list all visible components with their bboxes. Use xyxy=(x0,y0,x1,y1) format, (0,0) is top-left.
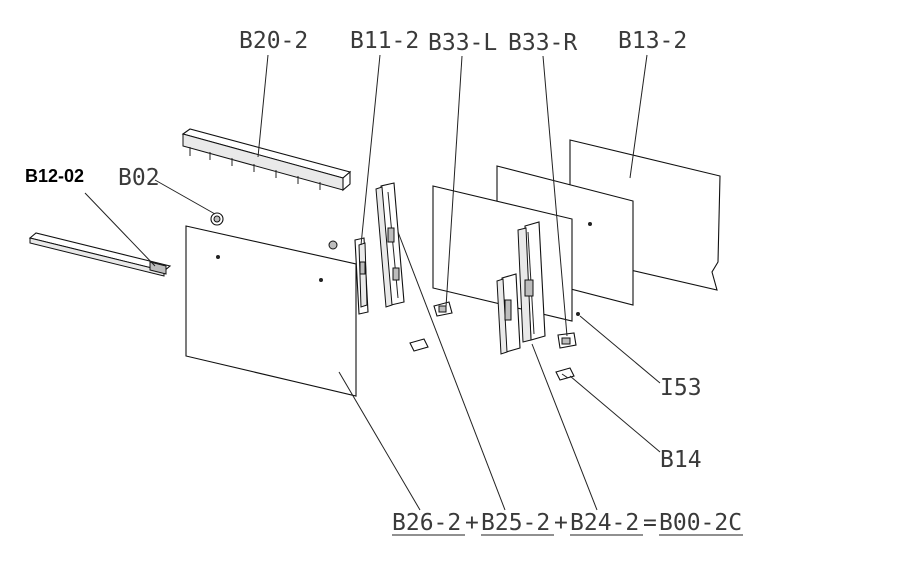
front-door-panel xyxy=(185,225,357,397)
label-b33-l: B33-L xyxy=(428,30,497,56)
formula-plus-2: + xyxy=(554,510,568,536)
clip-b33-r xyxy=(557,332,577,349)
label-i53: I53 xyxy=(660,375,702,401)
label-b02: B02 xyxy=(118,165,160,191)
label-b13-2: B13-2 xyxy=(618,28,687,54)
leader-lines xyxy=(84,54,661,511)
formula-plus-1: + xyxy=(465,510,479,536)
hinge-middle-assembly xyxy=(375,182,405,308)
hinge-right-assembly xyxy=(496,221,546,355)
clip-b14 xyxy=(555,367,575,381)
label-b12-02: B12-02 xyxy=(25,166,84,186)
handle-b12-02 xyxy=(28,232,172,277)
label-b14: B14 xyxy=(660,447,702,473)
screw-right xyxy=(328,240,338,250)
label-b11-2: B11-2 xyxy=(350,28,419,54)
clip-small-left xyxy=(409,338,429,352)
formula-equals: = xyxy=(643,510,657,536)
top-profile-b20-2 xyxy=(181,128,352,192)
formula-term-b24-2: B24-2 xyxy=(570,510,639,536)
washer-b02 xyxy=(210,212,224,226)
formula-term-b25-2: B25-2 xyxy=(481,510,550,536)
clip-b33-l xyxy=(433,301,453,317)
label-b20-2: B20-2 xyxy=(239,28,308,54)
formula-term-b26-2: B26-2 xyxy=(392,510,461,536)
label-b33-r: B33-R xyxy=(508,30,577,56)
hinge-b11-2 xyxy=(354,237,369,315)
formula-result-b00-2c: B00-2C xyxy=(659,510,742,536)
